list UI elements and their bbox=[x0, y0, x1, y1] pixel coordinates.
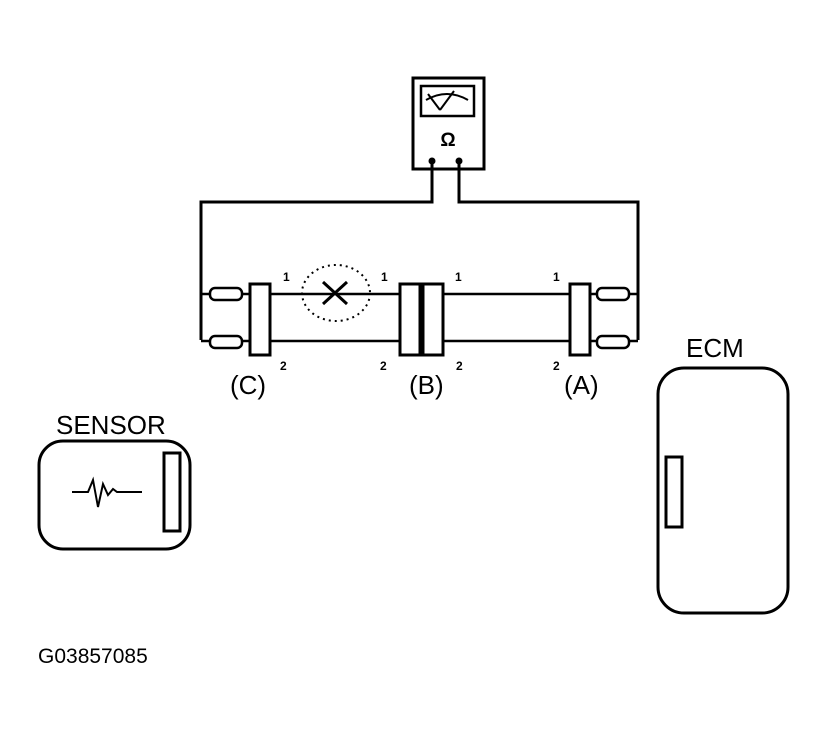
ecm-body bbox=[656, 366, 790, 615]
probe-tip-a2 bbox=[595, 334, 631, 350]
connector-c bbox=[248, 282, 272, 357]
connector-b-pin1-left: 1 bbox=[381, 270, 388, 284]
connector-b-pin1-right: 1 bbox=[455, 270, 462, 284]
connector-c-pin2: 2 bbox=[280, 359, 287, 373]
connector-a-pin1: 1 bbox=[553, 270, 560, 284]
open-circuit-marker bbox=[301, 264, 371, 322]
connector-a bbox=[568, 282, 592, 357]
sensor-label: SENSOR bbox=[56, 410, 166, 440]
sensor-body bbox=[37, 439, 192, 551]
probe-tip-c1 bbox=[208, 286, 244, 302]
connector-c-pin1: 1 bbox=[283, 270, 290, 284]
probe-tips bbox=[208, 286, 631, 350]
meter-leads bbox=[199, 161, 640, 340]
sensor-connector-port bbox=[162, 451, 182, 533]
connector-b-pin2-right: 2 bbox=[456, 359, 463, 373]
connector-b-left bbox=[398, 282, 422, 357]
ecm-connector-port bbox=[664, 455, 684, 529]
ohmmeter: Ω bbox=[411, 76, 486, 171]
probe-tip-a1 bbox=[595, 286, 631, 302]
figure-code: G03857085 bbox=[38, 645, 148, 668]
connector-a-pin2: 2 bbox=[553, 359, 560, 373]
ecm-label: ECM bbox=[686, 333, 744, 363]
connector-b-right bbox=[421, 282, 445, 357]
ecm-unit: ECM bbox=[656, 333, 790, 615]
ohm-symbol: Ω bbox=[440, 130, 455, 151]
connector-c-label: (C) bbox=[230, 370, 266, 400]
probe-tip-c2 bbox=[208, 334, 244, 350]
connector-b-pin2-left: 2 bbox=[380, 359, 387, 373]
connector-b-label: (B) bbox=[409, 370, 444, 400]
connector-a-label: (A) bbox=[564, 370, 599, 400]
meter-dial bbox=[419, 84, 476, 118]
sensor-waveform-icon bbox=[72, 476, 142, 508]
sensor-unit: SENSOR bbox=[37, 410, 192, 551]
